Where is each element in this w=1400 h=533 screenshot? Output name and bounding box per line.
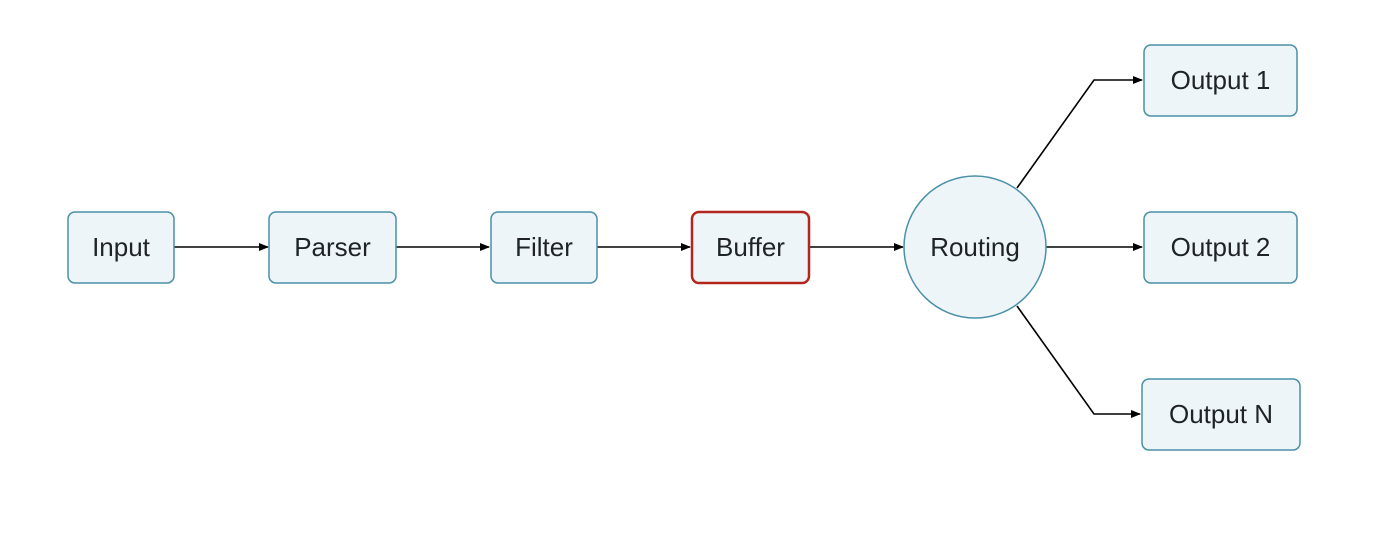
- node-buffer[interactable]: Buffer: [690, 210, 811, 285]
- node-input-label: Input: [92, 232, 151, 262]
- node-parser-box: [268, 211, 397, 284]
- edge-routing-output-1: [1016, 76, 1143, 189]
- edge-routing-output-n: [1016, 305, 1141, 418]
- node-buffer-box: [690, 210, 811, 285]
- node-output-2[interactable]: Output 2: [1143, 211, 1298, 284]
- node-routing[interactable]: Routing: [903, 175, 1047, 319]
- node-output-1-label: Output 1: [1171, 65, 1271, 95]
- node-output-1-box: [1143, 44, 1298, 117]
- node-output-n-box: [1141, 378, 1301, 451]
- node-output-n-label: Output N: [1169, 399, 1273, 429]
- node-parser[interactable]: Parser: [268, 211, 397, 284]
- node-input-box: [67, 211, 175, 284]
- node-routing-circle: [903, 175, 1047, 319]
- node-parser-label: Parser: [294, 232, 371, 262]
- node-output-2-box: [1143, 211, 1298, 284]
- node-filter[interactable]: Filter: [490, 211, 598, 284]
- node-filter-box: [490, 211, 598, 284]
- edges: [174, 76, 1143, 418]
- node-buffer-label: Buffer: [716, 232, 785, 262]
- node-output-1[interactable]: Output 1: [1143, 44, 1298, 117]
- node-output-2-label: Output 2: [1171, 232, 1271, 262]
- node-output-n[interactable]: Output N: [1141, 378, 1301, 451]
- node-routing-label: Routing: [930, 232, 1020, 262]
- node-input[interactable]: Input: [67, 211, 175, 284]
- node-filter-label: Filter: [515, 232, 573, 262]
